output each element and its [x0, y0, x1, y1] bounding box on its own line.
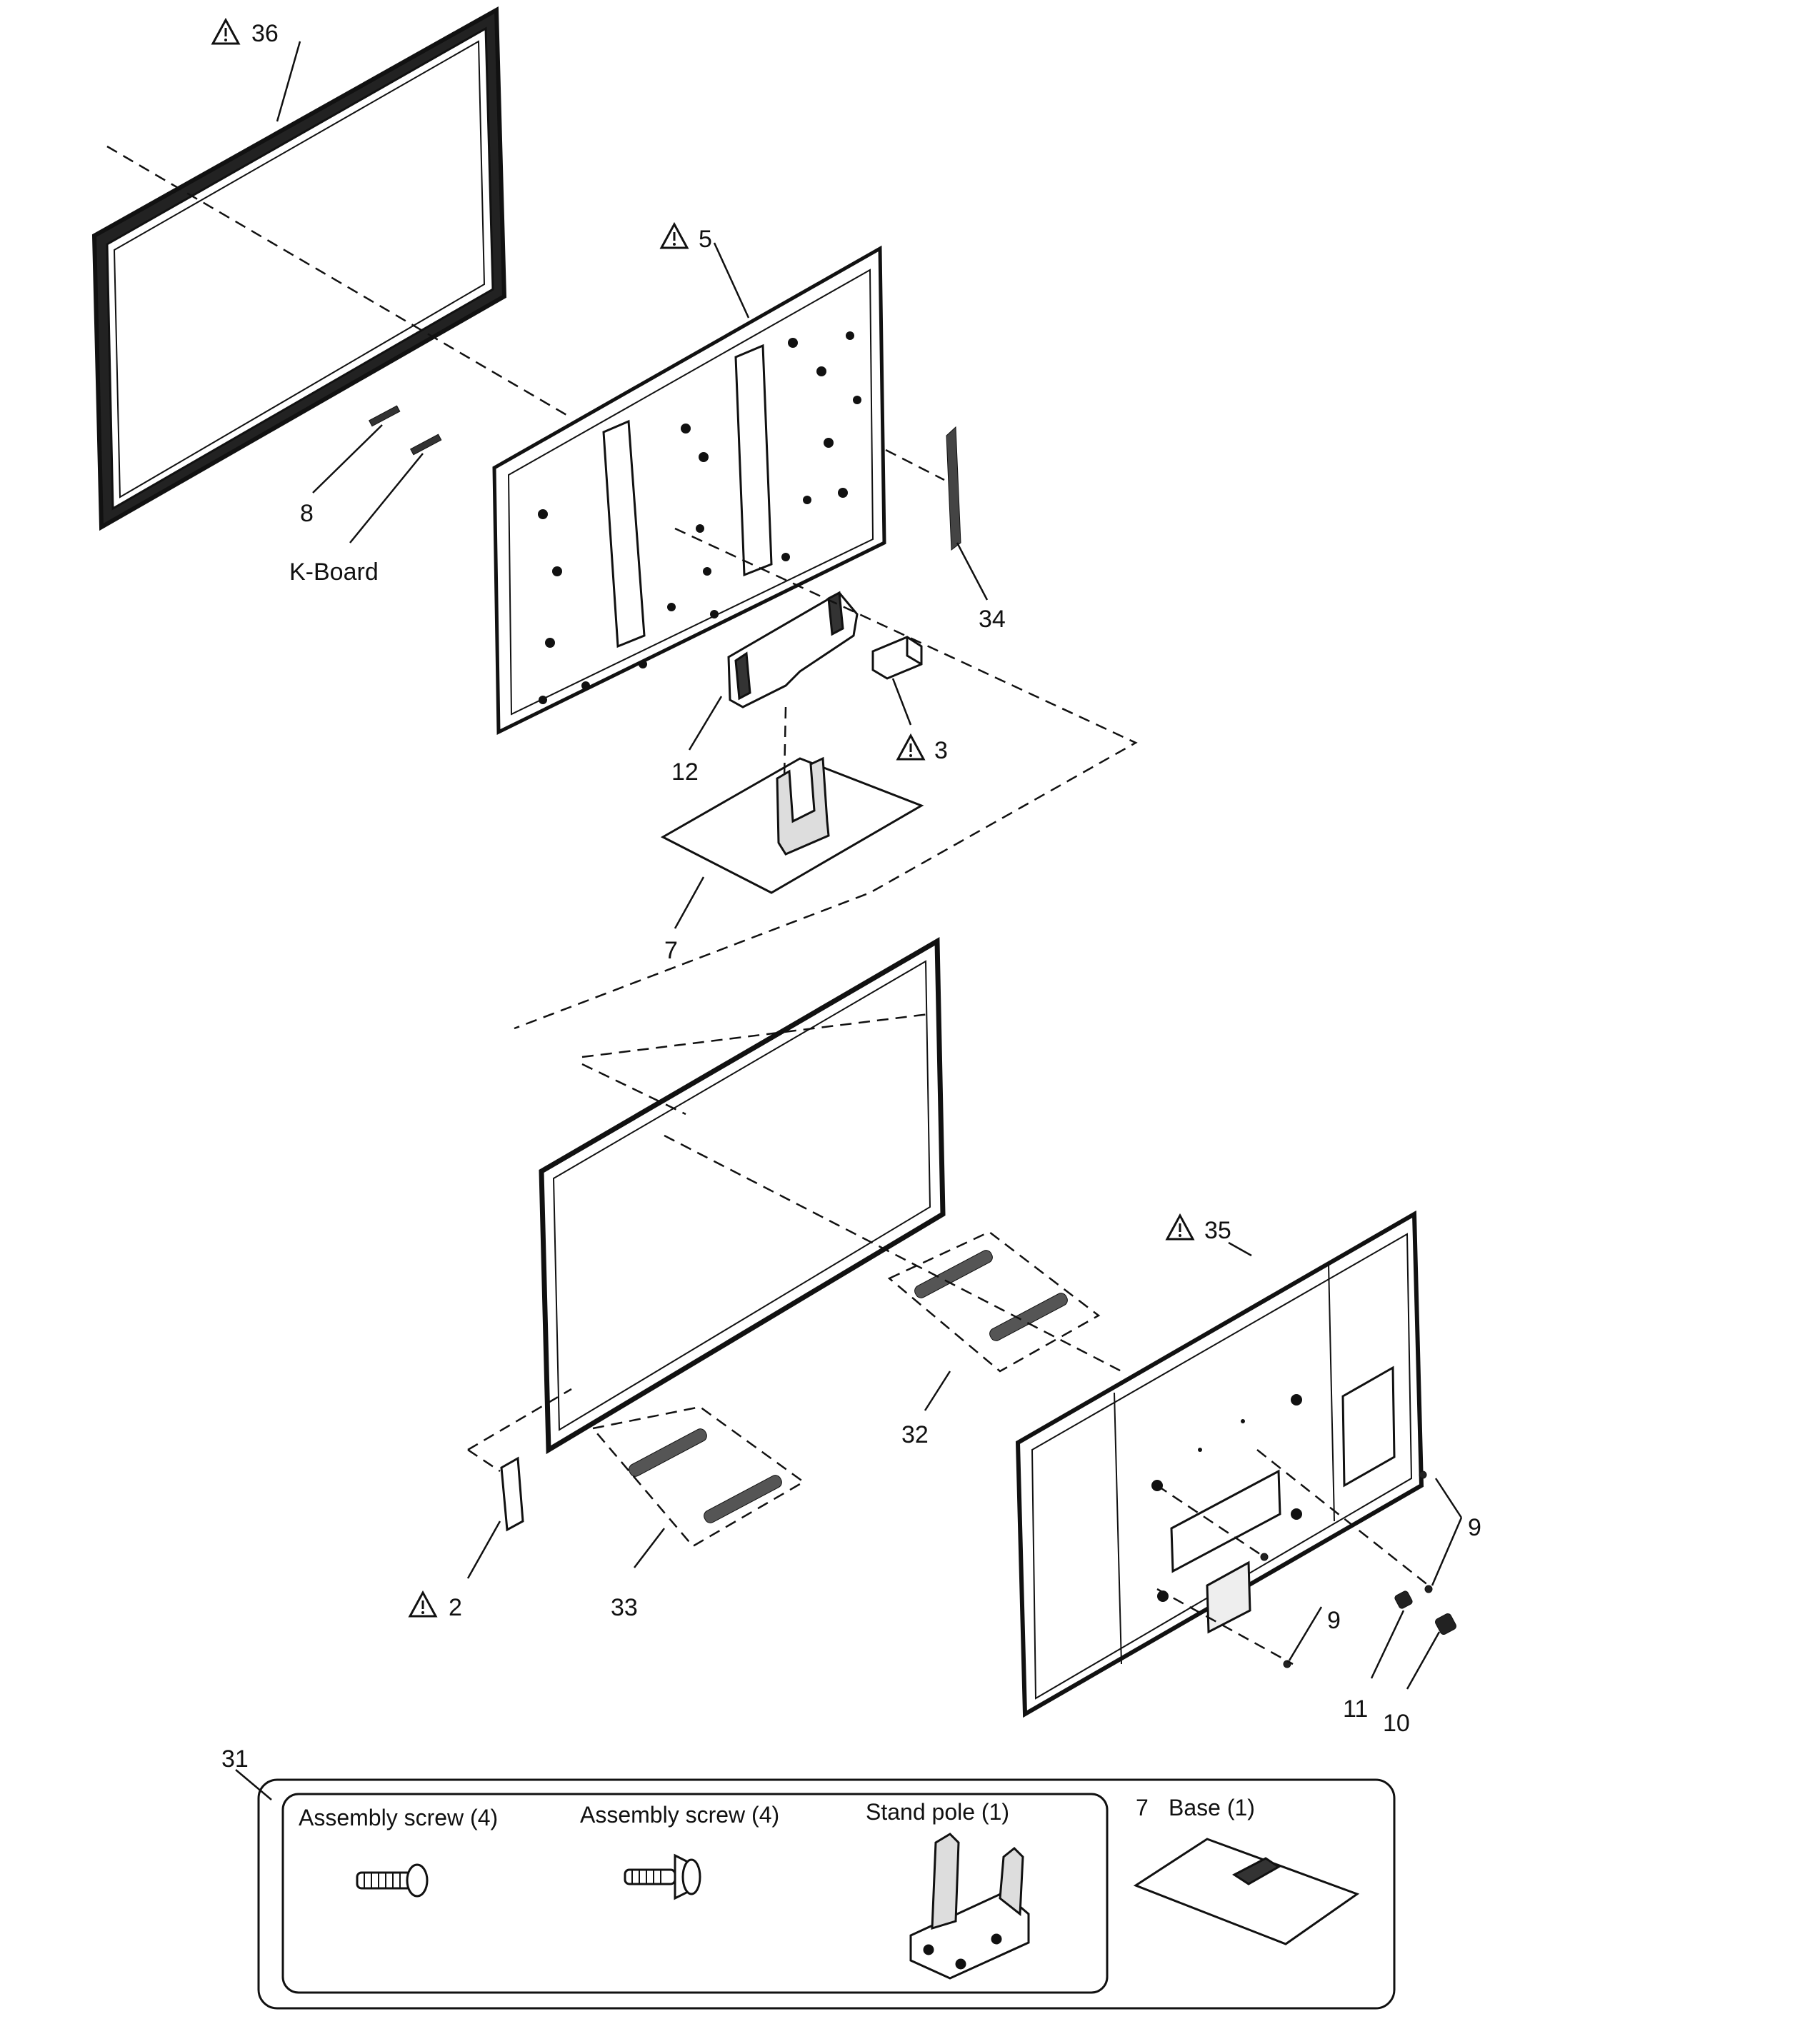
kit-label-base: Base (1) — [1169, 1795, 1255, 1820]
part-2-bracket — [500, 1456, 524, 1532]
callout-7: 7 — [664, 937, 678, 964]
callout-3: 3 — [934, 737, 948, 764]
callout-10: 10 — [1383, 1710, 1410, 1737]
kit-label-stand-pole: Stand pole (1) — [866, 1799, 1009, 1825]
chassis-frame — [492, 245, 886, 735]
alignment-lines — [106, 145, 1429, 1665]
stand-neck — [727, 591, 859, 708]
stand-pole-icon — [909, 1833, 1030, 1980]
callout-34: 34 — [979, 606, 1006, 633]
label-k-board: K-Board — [289, 558, 379, 586]
screws-rear — [1260, 1471, 1456, 1668]
k-board-part — [369, 405, 442, 456]
warning-triangle-icon — [409, 1591, 437, 1618]
screw-icon — [624, 1853, 701, 1900]
callout-5: 5 — [699, 226, 712, 253]
callout-9-lower: 9 — [1327, 1607, 1341, 1634]
kit-label-assembly-screw-2: Assembly screw (4) — [580, 1802, 779, 1828]
warning-triangle-icon — [660, 223, 689, 249]
warning-triangle-icon — [211, 19, 240, 45]
base-plate-icon — [1133, 1838, 1360, 1945]
rear-cover — [1015, 1210, 1424, 1718]
front-bezel — [91, 6, 507, 531]
kit-label-assembly-screw-1: Assembly screw (4) — [299, 1805, 498, 1830]
stand-base — [660, 756, 924, 894]
callout-33: 33 — [611, 1594, 638, 1621]
middle-frame — [539, 936, 946, 1455]
speaker-32 — [914, 1250, 1068, 1341]
callout-35: 35 — [1204, 1217, 1231, 1244]
warning-triangle-icon — [1166, 1214, 1194, 1241]
callout-32: 32 — [901, 1421, 929, 1448]
leader-lines — [235, 41, 1463, 1800]
callout-9-upper: 9 — [1468, 1514, 1481, 1541]
callout-8: 8 — [300, 500, 314, 527]
callout-31: 31 — [221, 1745, 249, 1773]
warning-triangle-icon — [896, 734, 925, 761]
callout-36: 36 — [251, 20, 279, 47]
kit-label-base-number: 7 — [1136, 1795, 1149, 1820]
callout-12: 12 — [671, 758, 699, 786]
callout-11: 11 — [1343, 1695, 1368, 1723]
accessory-kit-box — [257, 1778, 1396, 2010]
side-bracket — [946, 426, 961, 551]
screw-icon — [356, 1863, 429, 1898]
speaker-33 — [629, 1428, 782, 1523]
part-3-block — [871, 636, 923, 680]
callout-2: 2 — [449, 1594, 462, 1621]
